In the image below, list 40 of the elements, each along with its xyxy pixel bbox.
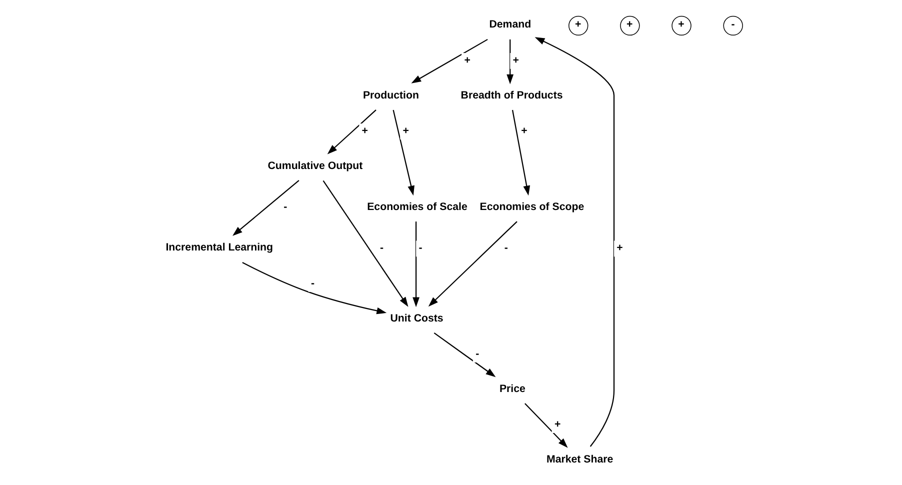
node-text: Unit Costs: [390, 312, 443, 324]
edge-label: -: [310, 276, 314, 289]
node-text: Demand: [488, 18, 531, 30]
edge-label: -: [380, 242, 384, 254]
edge-label: +: [554, 418, 560, 430]
label: +: [626, 18, 632, 30]
node-text: Price: [498, 382, 525, 394]
arrow: [232, 180, 299, 236]
arrow: [506, 38, 514, 84]
arrow: [428, 220, 517, 306]
edge-label: -: [475, 347, 479, 360]
node-text: Production: [362, 88, 418, 101]
edge-label: +: [402, 124, 408, 136]
edge-label: +: [616, 242, 622, 254]
arrow: [412, 221, 419, 307]
node-text: Cumulative Output: [267, 159, 362, 172]
arrow: [524, 402, 568, 448]
arrow: [392, 109, 414, 196]
label: +: [574, 18, 581, 30]
edge-label: +: [520, 124, 527, 136]
arrow: [242, 262, 386, 314]
edge-label: +: [464, 54, 470, 66]
node-text: Economies of Scale: [366, 200, 467, 212]
arrow: [322, 180, 408, 306]
node-text: Breadth of Products: [460, 88, 562, 101]
edge-label: -: [504, 242, 508, 254]
node-text: Market Share: [546, 452, 613, 465]
arrow: [410, 38, 488, 83]
arrow: [534, 36, 614, 446]
edge-label: -: [418, 242, 422, 254]
arrow: [433, 332, 496, 377]
arrow: [511, 109, 530, 196]
edge-label: +: [512, 54, 518, 66]
label: +: [678, 18, 684, 30]
label: -: [730, 18, 734, 30]
edge-label: +: [361, 124, 368, 136]
arrow: [326, 109, 376, 154]
node-text: Incremental Learning: [165, 241, 273, 254]
node-text: Economies of Scope: [479, 200, 584, 212]
edge-label: -: [283, 200, 287, 213]
